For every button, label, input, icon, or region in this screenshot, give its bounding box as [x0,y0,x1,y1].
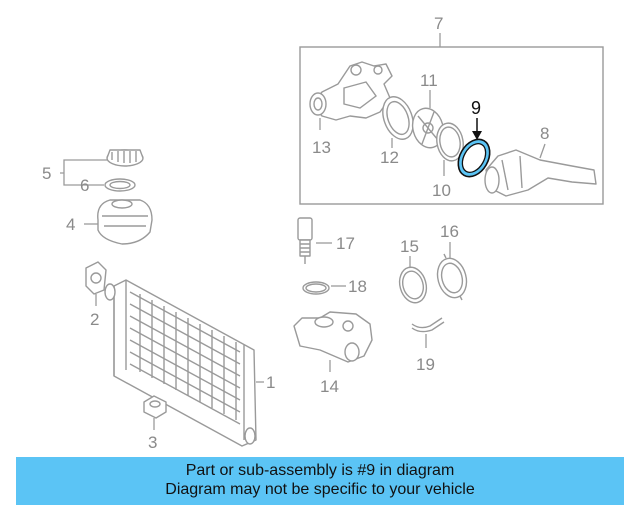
callout-10: 10 [432,181,451,200]
part-9-seal-inner [461,143,487,173]
part-4-expansion-tank: 4 [66,199,153,245]
callout-9: 9 [471,98,481,118]
callout-4: 4 [66,215,75,234]
info-banner: Part or sub-assembly is #9 in diagram Di… [16,457,624,505]
part-3-mount: 3 [143,395,167,452]
callout-8: 8 [540,124,549,143]
part-9-seal-highlighted: 9 [457,98,491,178]
callout-15: 15 [400,237,419,256]
callout-19: 19 [416,355,435,374]
assembly-7-frame [299,46,604,205]
part-19-clamp: 19 [411,317,445,374]
callout-12: 12 [380,148,399,167]
callout-5: 5 [42,164,51,183]
part-2-bracket: 2 [85,261,107,329]
banner-line-1: Part or sub-assembly is #9 in diagram [185,462,455,479]
callout-1: 1 [266,373,275,392]
part-12-gasket: 12 [380,96,414,167]
callout-16: 16 [440,222,459,241]
part-10-o-ring: 10 [432,122,464,200]
callout-2: 2 [90,310,99,329]
part-1-radiator: 1 [104,279,275,447]
callout-7: 7 [434,14,443,33]
part-17-temperature-sensor: 17 [297,217,355,264]
part-5-cap: 5 [42,149,144,186]
part-15-gasket: 15 [398,237,428,304]
part-11-thermostat: 11 [411,71,445,149]
callout-11: 11 [420,71,438,90]
callout-14: 14 [320,377,339,396]
part-13-thermostat-housing: 13 [309,61,393,157]
banner-line-2: Diagram may not be specific to your vehi… [165,481,475,498]
callout-17: 17 [336,234,355,253]
part-8-coolant-pipe: 8 [484,124,597,197]
callout-18: 18 [348,277,367,296]
part-16-flange-seal: 16 [436,222,468,301]
part-18-o-ring: 18 [302,277,367,296]
assembly-7-group: 7 [299,14,604,205]
part-14-coolant-flange: 14 [293,311,373,396]
callout-13: 13 [312,138,331,157]
callout-6: 6 [80,176,89,195]
callout-3: 3 [148,433,157,452]
part-6-seal: 6 [80,176,136,195]
